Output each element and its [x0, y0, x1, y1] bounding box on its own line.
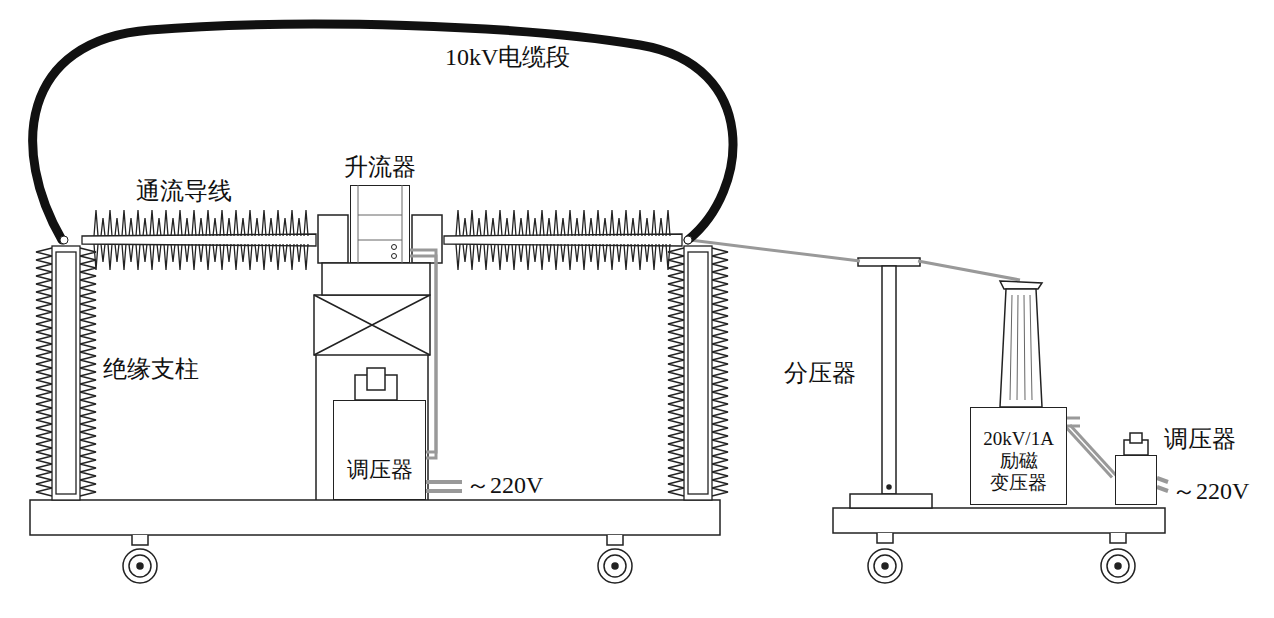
- part-label: 绝缘支柱: [103, 356, 199, 384]
- wheel: [129, 555, 151, 577]
- insulator-sheds: [668, 248, 684, 496]
- platform: [833, 508, 1165, 533]
- insulator-sheds: [712, 248, 728, 496]
- cable-clamp: [684, 236, 692, 244]
- terminal: [391, 244, 396, 249]
- booster-detail: [350, 185, 410, 263]
- stand-cross: [314, 295, 430, 355]
- supply-label: ～220V: [1172, 478, 1249, 506]
- platform: [30, 500, 720, 535]
- insulator-core: [684, 246, 712, 500]
- caster-fork: [1110, 533, 1126, 543]
- bushing-sheds: [456, 210, 670, 270]
- voltage-regulator: 调压器: [1115, 455, 1157, 505]
- stand-frame: [314, 295, 430, 355]
- terminal: [1067, 418, 1080, 426]
- caster-fork: [132, 535, 148, 545]
- wheel: [604, 555, 626, 577]
- node-label: 升流器: [344, 154, 416, 182]
- insulator-core: [688, 252, 708, 494]
- bushing: [1000, 289, 1042, 407]
- part-label: 通流导线: [136, 178, 232, 206]
- bushing-lines: [1010, 295, 1032, 400]
- wheels: [123, 533, 1135, 583]
- divider-dot: [887, 485, 891, 489]
- wheel: [868, 549, 902, 583]
- bushing-body: [444, 234, 682, 246]
- cable-clamp: [60, 236, 68, 244]
- insulator-core: [56, 252, 76, 494]
- voltage-regulator: 调压器: [333, 400, 426, 500]
- hv-lead: [690, 240, 1020, 280]
- divider-pole: [882, 266, 896, 494]
- wheel: [598, 549, 632, 583]
- divider-top: [858, 258, 920, 266]
- terminal: [391, 253, 396, 258]
- supply-label: ～220V: [466, 472, 543, 500]
- wheel: [123, 549, 157, 583]
- wheel-hub: [137, 563, 143, 569]
- excitation-transformer: 20kV/1A 励磁 变压器: [970, 407, 1067, 505]
- divider-base: [850, 494, 932, 508]
- bushing-cap: [1000, 281, 1042, 289]
- wheel-hub: [882, 563, 888, 569]
- regulator-knob: [367, 368, 385, 390]
- wire: [1064, 425, 1112, 478]
- booster-flange: [318, 215, 348, 263]
- wheel: [1101, 549, 1135, 583]
- insulator-sheds: [80, 248, 96, 496]
- wheel-hub: [1115, 563, 1121, 569]
- booster-base: [322, 263, 430, 295]
- caster-fork: [607, 535, 623, 545]
- wheel: [1107, 555, 1129, 577]
- current-booster: 升流器: [350, 185, 410, 263]
- bushing-sheds: [94, 210, 308, 270]
- booster-lines: [358, 185, 402, 263]
- node-label: 调压器: [1164, 426, 1236, 454]
- wire: [1070, 425, 1118, 478]
- part-label: 分压器: [784, 360, 856, 388]
- wire-connector: [1064, 425, 1118, 478]
- wheel-hub: [612, 563, 618, 569]
- insulator-sheds: [36, 248, 52, 496]
- cable-label: 10kV电缆段: [445, 44, 570, 72]
- regulator-knob: [1130, 433, 1142, 443]
- wheel: [874, 555, 896, 577]
- supply-wire: [1157, 478, 1168, 491]
- node-label: 20kV/1A 励磁 变压器: [978, 408, 1060, 494]
- stand-legs: [316, 355, 428, 500]
- node-label: 调压器: [334, 401, 425, 482]
- caster-fork: [877, 533, 893, 543]
- insulator-core: [52, 246, 80, 500]
